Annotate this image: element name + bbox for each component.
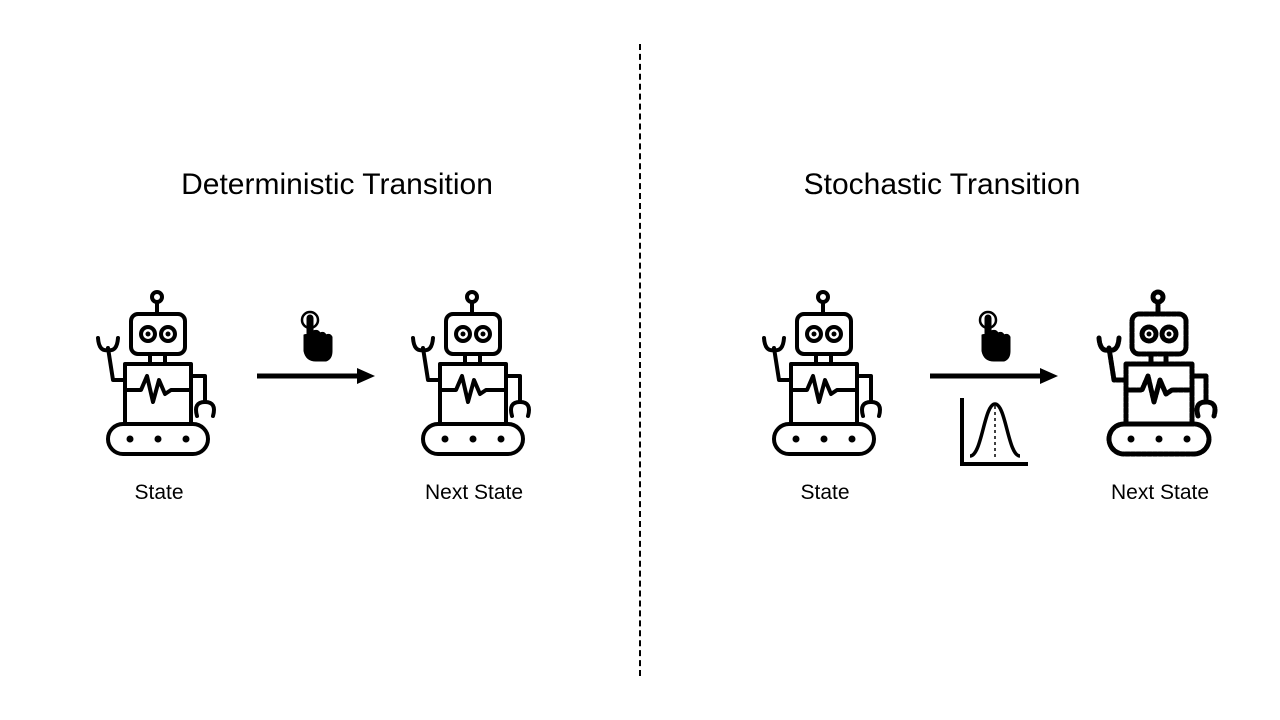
deterministic-title: Deterministic Transition [181,168,493,201]
pointing-hand-icon [300,310,333,362]
robot-next-state-icon [411,290,531,456]
deterministic-next-state-label: Next State [424,481,524,504]
stochastic-state-label: State [800,481,850,504]
panel-divider [639,44,641,676]
stochastic-title: Stochastic Transition [803,168,1081,201]
stochastic-next-state-label: Next State [1110,481,1210,504]
pointing-hand-icon [978,310,1011,362]
robot-state-icon [96,290,216,456]
noisy-robot-next-state-icon [1096,289,1218,457]
gaussian-curve-icon [960,398,1028,466]
robot-state-icon [762,290,882,456]
deterministic-state-label: State [134,481,184,504]
transition-arrow [930,368,1058,384]
transition-arrow [257,368,375,384]
